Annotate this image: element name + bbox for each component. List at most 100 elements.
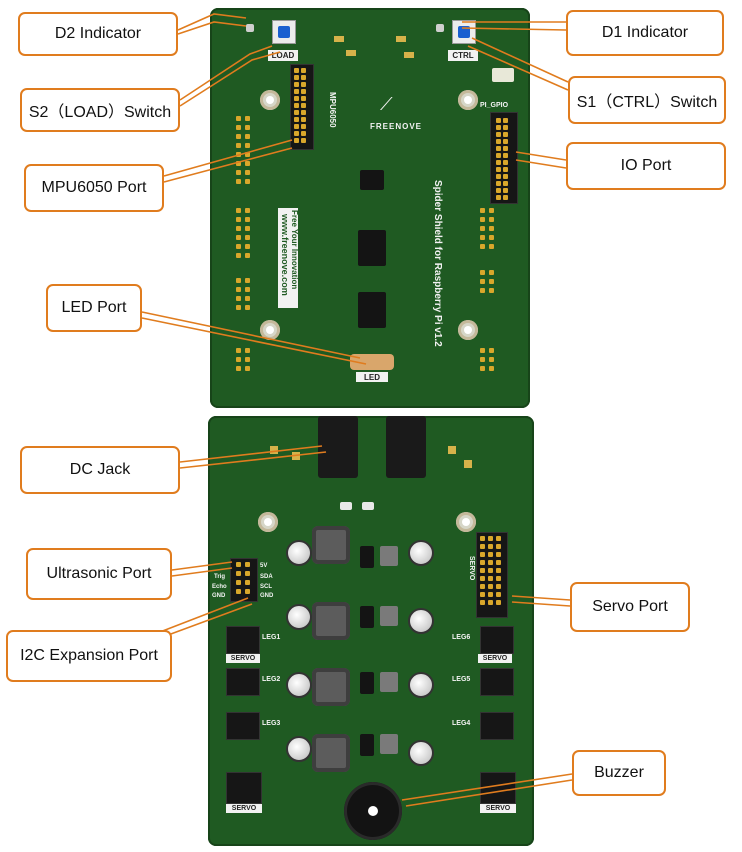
servo-header-bottom-left[interactable] [226, 772, 262, 804]
left-pad-column [236, 208, 250, 258]
diode [340, 502, 352, 510]
leg5-header[interactable] [480, 668, 514, 696]
leg1-header[interactable] [226, 626, 260, 654]
smd-component [346, 50, 356, 56]
ultrasonic-i2c-pins [236, 562, 250, 594]
resistor-array [380, 734, 398, 754]
leg2-header[interactable] [226, 668, 260, 696]
ic-chip [358, 292, 386, 328]
d1-indicator-led [436, 24, 444, 32]
left-pad-column [236, 348, 250, 371]
inductor [312, 668, 350, 706]
led-label: LED [356, 372, 388, 382]
mounting-hole [456, 512, 476, 532]
smd-component [464, 460, 472, 468]
diode [362, 502, 374, 510]
gpio-label: PI_GPIO [480, 102, 508, 109]
callout-led-port: LED Port [46, 284, 142, 332]
gnd-label: GND [260, 593, 273, 599]
callout-mpu6050-port: MPU6050 Port [24, 164, 164, 212]
leg2-label: LEG2 [262, 676, 280, 683]
smd-component [448, 446, 456, 454]
capacitor [408, 608, 434, 634]
smd-component [270, 446, 278, 454]
mpu6050-label: MPU6050 [328, 92, 337, 128]
leg4-label: LEG4 [452, 720, 470, 727]
capacitor [286, 672, 312, 698]
freenove-logo-icon: ⟋ [380, 94, 393, 115]
left-pad-column [236, 116, 250, 184]
dc-jack[interactable] [386, 416, 426, 478]
callout-s1-switch: S1（CTRL）Switch [568, 76, 726, 124]
load-switch[interactable] [272, 20, 296, 44]
servo-pins [480, 536, 501, 605]
regulator-chip [360, 546, 374, 568]
ic-chip [360, 170, 384, 190]
callout-d1-indicator: D1 Indicator [566, 10, 724, 56]
5v-label: 5V [260, 563, 267, 569]
smd-component [292, 452, 300, 460]
callout-ultrasonic-port: Ultrasonic Port [26, 548, 172, 600]
d2-indicator-led [246, 24, 254, 32]
leg6-label: LEG6 [452, 634, 470, 641]
leg5-label: LEG5 [452, 676, 470, 683]
capacitor [286, 604, 312, 630]
leg1-label: LEG1 [262, 634, 280, 641]
smd-component [396, 36, 406, 42]
regulator-chip [360, 672, 374, 694]
smd-component [334, 36, 344, 42]
mounting-hole [458, 320, 478, 340]
callout-servo-port: Servo Port [570, 582, 690, 632]
capacitor [286, 540, 312, 566]
capacitor [408, 672, 434, 698]
regulator-chip [360, 734, 374, 756]
servo-label: SERVO [226, 804, 262, 813]
ic-chip [358, 230, 386, 266]
board-name-label: Spider Shield for Raspberry Pi v1.2 [432, 180, 443, 347]
servo-label: SERVO [468, 556, 475, 580]
inductor [312, 734, 350, 772]
callout-io-port: IO Port [566, 142, 726, 190]
leg4-header[interactable] [480, 712, 514, 740]
website-label: www.freenove.com [280, 214, 290, 296]
right-pad-column [480, 270, 494, 293]
leg3-label: LEG3 [262, 720, 280, 727]
right-pad-column [480, 208, 494, 249]
servo-label: SERVO [226, 654, 260, 663]
load-label: LOAD [268, 50, 298, 61]
shield-board-bottom: Trig Echo GND 5V SDA SCL GND SERVO LEG1 … [208, 416, 534, 846]
mounting-hole [458, 90, 478, 110]
leg3-header[interactable] [226, 712, 260, 740]
callout-d2-indicator: D2 Indicator [18, 12, 178, 56]
inductor [312, 526, 350, 564]
mounting-hole [260, 320, 280, 340]
right-pad-column [480, 348, 494, 371]
resistor-array [380, 546, 398, 566]
trig-label: Trig [214, 574, 225, 580]
callout-i2c-expansion-port: I2C Expansion Port [6, 630, 172, 682]
servo-label: SERVO [480, 804, 516, 813]
left-pad-column [236, 278, 250, 310]
leg6-header[interactable] [480, 626, 514, 654]
ctrl-label: CTRL [448, 50, 478, 61]
inductor [312, 602, 350, 640]
ctrl-switch[interactable] [452, 20, 476, 44]
mounting-hole [260, 90, 280, 110]
smd-component [404, 52, 414, 58]
regulator-chip [360, 606, 374, 628]
echo-label: Echo [212, 584, 227, 590]
resistor-array [380, 606, 398, 626]
gnd-label: GND [212, 593, 225, 599]
servo-label: SERVO [478, 654, 512, 663]
io-port-pins [496, 118, 508, 200]
callout-buzzer: Buzzer [572, 750, 666, 796]
dc-jack[interactable] [318, 416, 358, 478]
sda-label: SDA [260, 574, 273, 580]
servo-header-bottom-right[interactable] [480, 772, 516, 804]
resistor-array [380, 672, 398, 692]
led-port-connector[interactable] [350, 354, 394, 370]
capacitor [286, 736, 312, 762]
callout-s2-switch: S2（LOAD）Switch [20, 88, 180, 132]
buzzer-component [344, 782, 402, 840]
slogan-label: Free Your Innovation [290, 210, 299, 289]
